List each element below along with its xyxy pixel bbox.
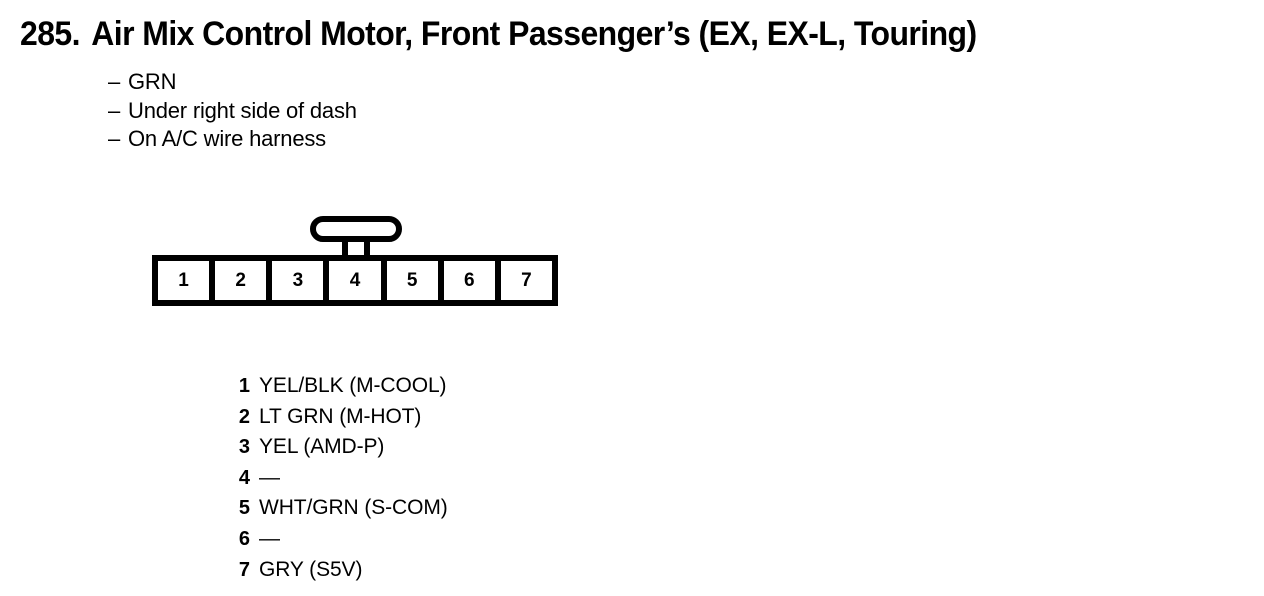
pin-label: WHT/GRN (S-COM) (259, 496, 448, 520)
pin-label: GRY (S5V) (259, 557, 363, 581)
note-text: On A/C wire harness (128, 126, 326, 151)
pinout-list: 1 YEL/BLK (M-COOL) 2 LT GRN (M-HOT) 3 YEL (… (228, 371, 448, 585)
pin-number: 1 (238, 375, 250, 397)
pin-label: YEL (AMD-P) (259, 435, 385, 459)
connector-cavity: 4 (329, 261, 381, 300)
pinout-row: 7 GRY (S5V) (228, 555, 448, 586)
pinout-row: 4— (228, 463, 448, 494)
locking-tab-icon (310, 216, 402, 242)
pin-label: — (259, 465, 280, 489)
note-dash-icon: – (108, 97, 121, 123)
pin-number: 4 (238, 466, 250, 489)
connector-cavity: 5 (386, 261, 438, 300)
pinout-row: 5 WHT/GRN (S-COM) (228, 493, 448, 524)
note-dash-icon: – (108, 69, 121, 94)
pinout-row: 6— (228, 524, 448, 555)
connector-cavity: 6 (443, 261, 495, 300)
pin-number: 3 (238, 436, 250, 459)
pinout-row: 1 YEL/BLK (M-COOL) (228, 371, 448, 402)
pin-label: YEL/BLK (M-COOL) (259, 374, 447, 397)
pin-number: 7 (238, 558, 250, 581)
note-dash-icon: – (108, 126, 121, 151)
connector-cavity: 2 (215, 261, 267, 300)
connector-diagram: 1 2 3 4 5 6 7 (152, 216, 572, 316)
pin-number: 6 (238, 527, 250, 550)
note-item: –GRN (108, 68, 357, 97)
entry-title: Air Mix Control Motor, Front Passenger’s… (91, 15, 977, 53)
pin-label: — (259, 526, 280, 550)
pinout-row: 2 LT GRN (M-HOT) (228, 402, 448, 433)
pin-number: 2 (238, 405, 250, 428)
note-item: –On A/C wire harness (108, 125, 357, 154)
notes-list: –GRN –Under right side of dash –On A/C w… (108, 68, 357, 154)
page-title: 285. Air Mix Control Motor, Front Passeng… (20, 14, 1176, 54)
pin-label: LT GRN (M-HOT) (259, 404, 422, 428)
note-text: Under right side of dash (128, 97, 357, 123)
page-header: 285. Air Mix Control Motor, Front Passeng… (20, 14, 1250, 54)
pin-number: 5 (238, 497, 250, 520)
note-item: –Under right side of dash (108, 97, 357, 126)
connector-cavity: 1 (158, 261, 210, 300)
connector-cavity: 7 (500, 261, 552, 300)
connector-body: 1 2 3 4 5 6 7 (152, 255, 558, 306)
entry-number: 285. (20, 15, 81, 53)
note-text: GRN (128, 69, 177, 94)
connector-cavity: 3 (272, 261, 324, 300)
pinout-row: 3 YEL (AMD-P) (228, 432, 448, 463)
